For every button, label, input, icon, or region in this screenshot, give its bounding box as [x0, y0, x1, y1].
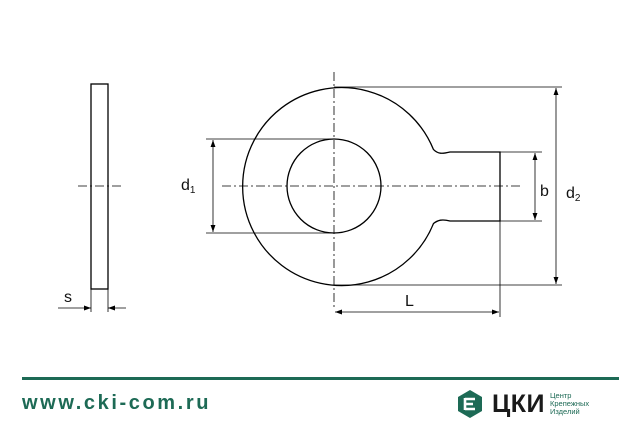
footer-divider [22, 377, 619, 380]
side-view: s [58, 83, 126, 312]
tagline-line: Изделий [550, 407, 580, 416]
L-label: L [405, 293, 414, 310]
brand-tagline: Центр Крепежных Изделий [550, 392, 589, 416]
brand-name: ЦКИ [492, 389, 545, 418]
site-url-link[interactable]: www.cki-com.ru [22, 392, 212, 414]
front-view: d1 d2 b L [181, 72, 581, 317]
washer-outline [241, 86, 501, 287]
tagline-line: Центр [550, 391, 572, 400]
tagline-line: Крепежных [550, 399, 590, 408]
d2-label: d2 [566, 185, 581, 204]
s-label: s [64, 289, 72, 306]
brand-logo[interactable]: ЦКИ Центр Крепежных Изделий [456, 388, 589, 420]
b-label: b [540, 183, 549, 200]
d1-label: d1 [181, 177, 196, 196]
side-view-profile [90, 83, 109, 290]
hexagon-e-logo-icon [458, 390, 482, 418]
